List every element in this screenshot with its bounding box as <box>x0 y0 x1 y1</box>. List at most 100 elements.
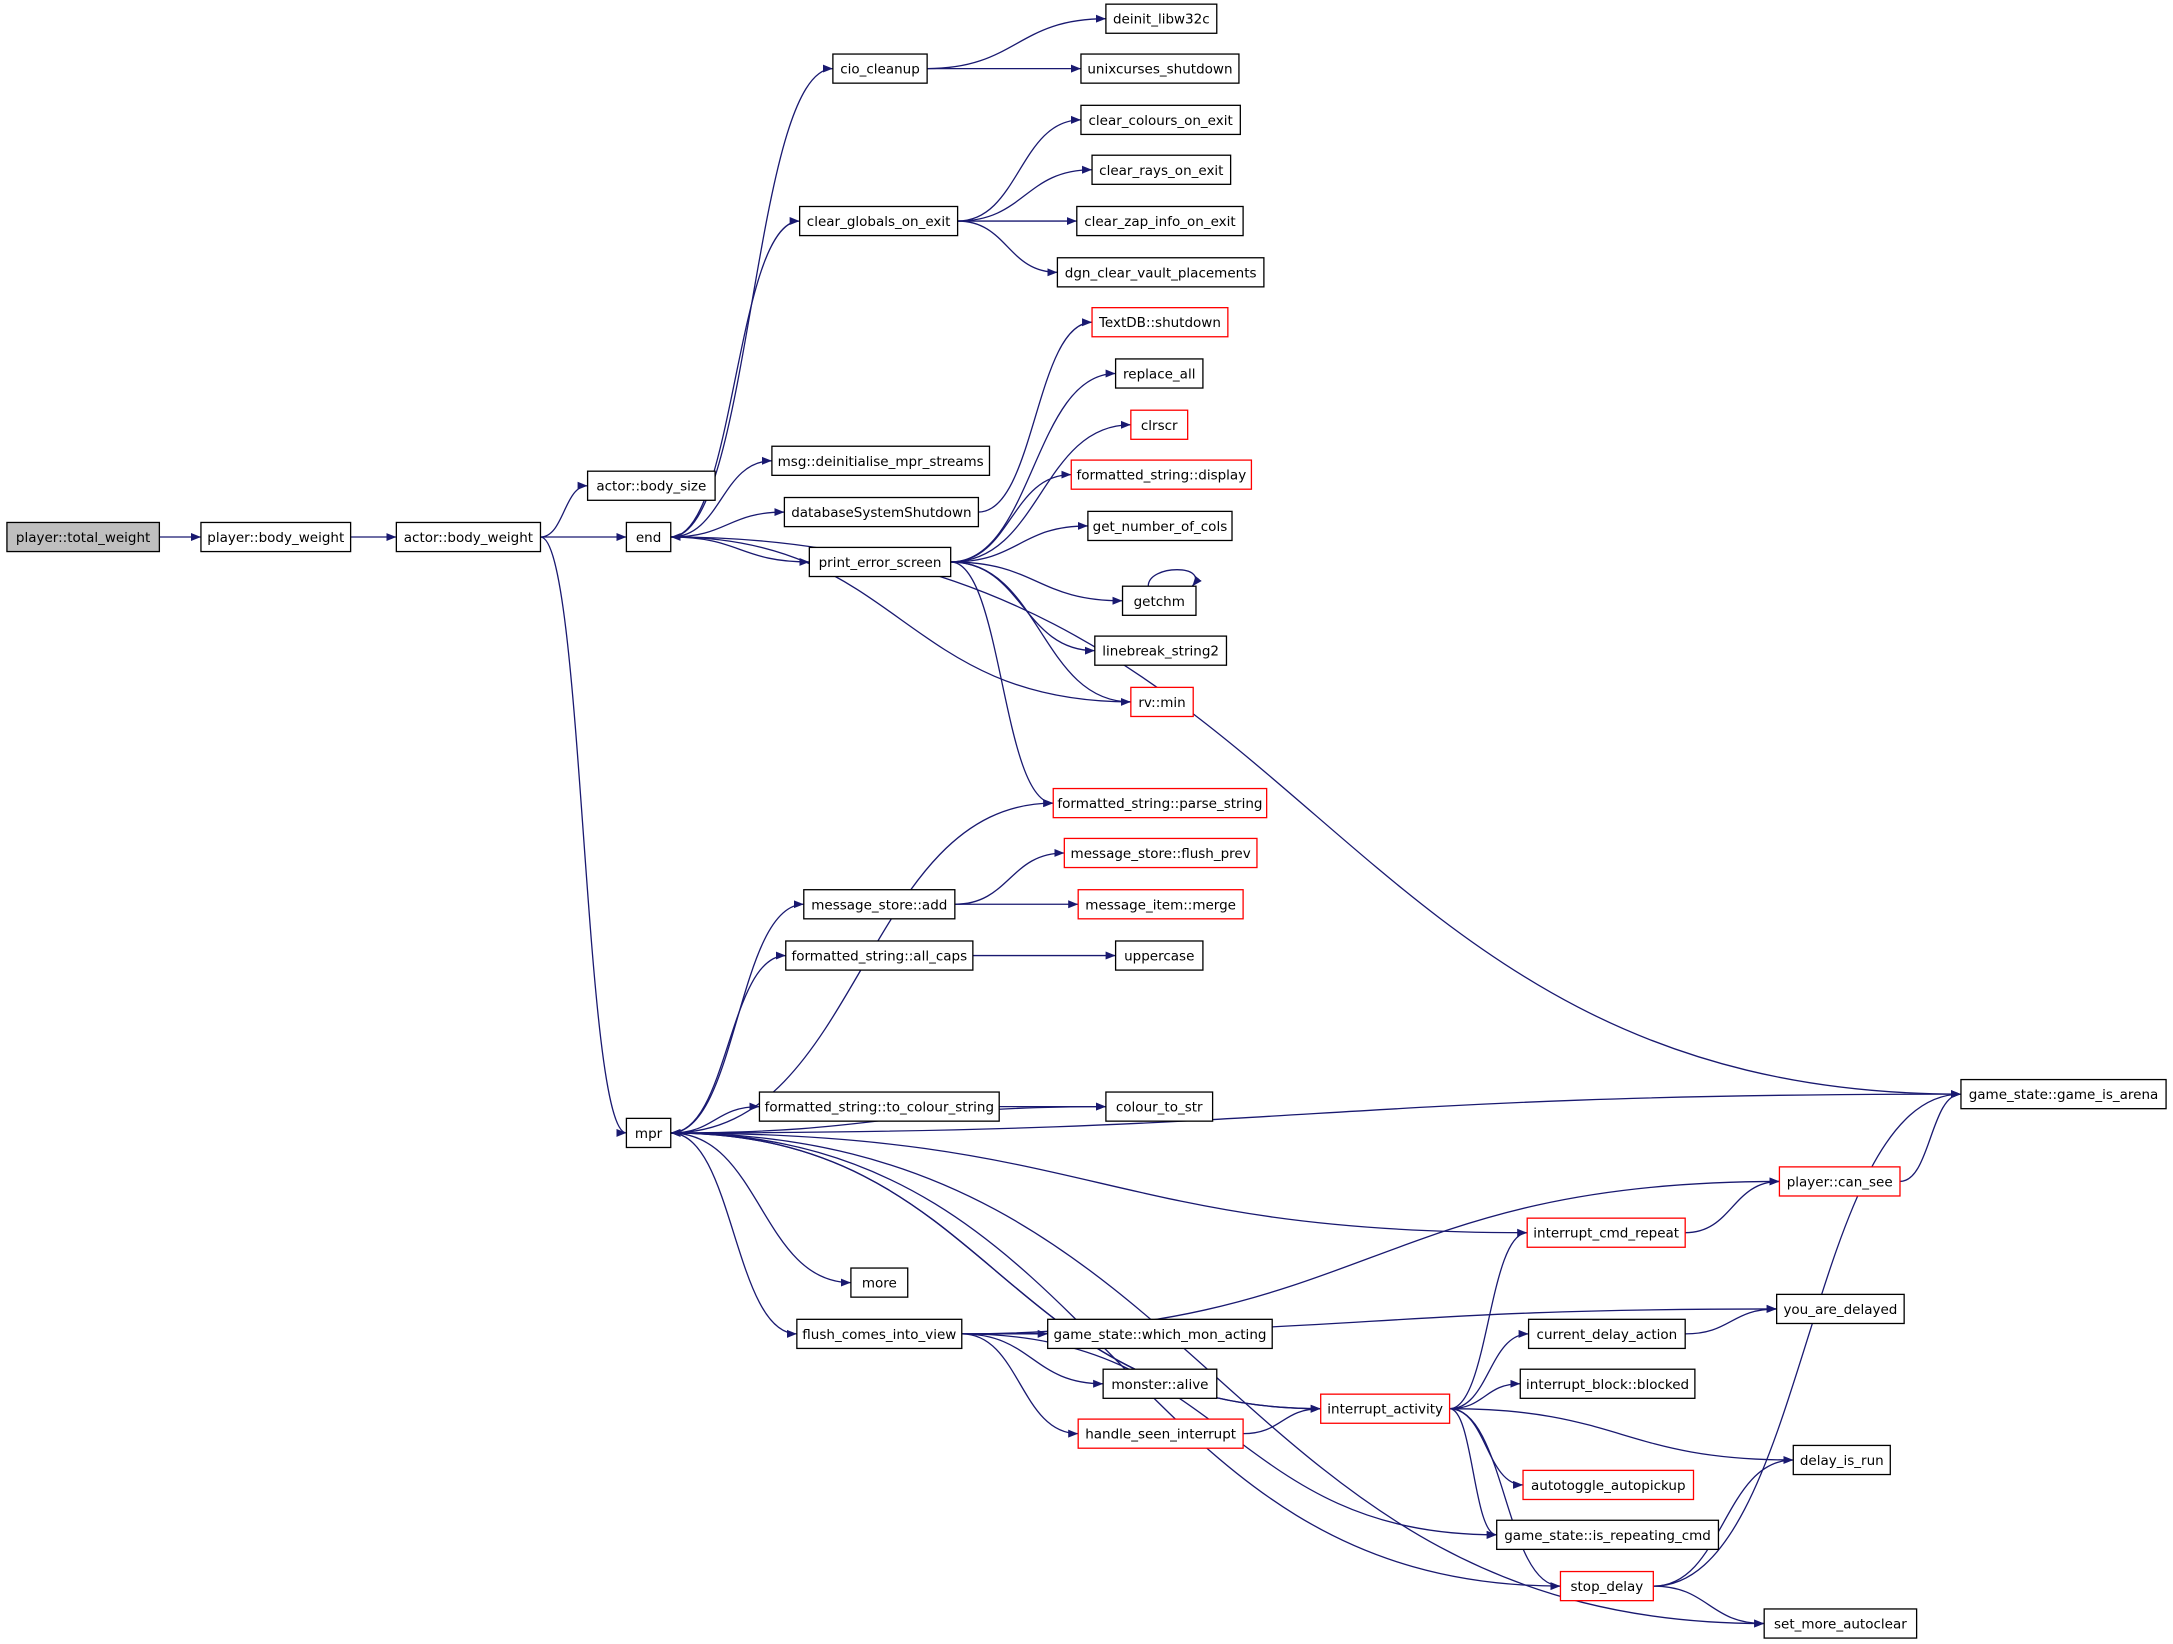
node-ms-flush-prev[interactable]: message_store::flush_prev <box>1063 837 1258 869</box>
node-clear-globals-on-exit[interactable]: clear_globals_on_exit <box>798 205 959 237</box>
node-box[interactable] <box>1080 104 1241 136</box>
node-flush-comes-into-view[interactable]: flush_comes_into_view <box>796 1318 963 1350</box>
node-box[interactable] <box>1130 686 1194 718</box>
node-box[interactable] <box>1047 1318 1273 1350</box>
node-fs-display[interactable]: formatted_string::display <box>1070 459 1253 490</box>
node-box[interactable] <box>1063 837 1258 869</box>
node-box[interactable] <box>1527 1318 1686 1350</box>
node-deinit-libw32c[interactable]: deinit_libw32c <box>1105 3 1218 34</box>
node-uppercase[interactable]: uppercase <box>1114 940 1204 971</box>
node-box[interactable] <box>200 521 352 553</box>
node-box[interactable] <box>625 1117 672 1149</box>
node-box[interactable] <box>1496 1519 1720 1551</box>
node-total-weight[interactable]: player::total_weight <box>6 521 161 553</box>
node-rv-min[interactable]: rv::min <box>1130 686 1194 718</box>
node-handle-seen-interrupt[interactable]: handle_seen_interrupt <box>1077 1418 1244 1449</box>
node-box[interactable] <box>1105 3 1218 34</box>
node-replace-all[interactable]: replace_all <box>1114 358 1204 389</box>
node-box[interactable] <box>1792 1444 1891 1476</box>
node-box[interactable] <box>1778 1166 1901 1197</box>
node-box[interactable] <box>758 1091 1000 1122</box>
node-mi-merge[interactable]: message_item::merge <box>1077 889 1244 920</box>
node-box[interactable] <box>803 889 956 920</box>
node-current-delay-action[interactable]: current_delay_action <box>1527 1318 1686 1350</box>
node-box[interactable] <box>1121 585 1197 616</box>
node-box[interactable] <box>1960 1078 2167 1110</box>
node-box[interactable] <box>808 546 952 578</box>
node-box[interactable] <box>796 1318 963 1350</box>
node-delay-is-run[interactable]: delay_is_run <box>1792 1444 1891 1476</box>
node-box[interactable] <box>832 53 928 84</box>
node-box[interactable] <box>771 445 991 476</box>
node-box[interactable] <box>1763 1608 1918 1639</box>
node-box[interactable] <box>1559 1570 1654 1602</box>
node-box[interactable] <box>1320 1393 1451 1424</box>
node-box[interactable] <box>1130 409 1189 440</box>
node-stop-delay[interactable]: stop_delay <box>1559 1570 1654 1602</box>
node-fs-all-caps[interactable]: formatted_string::all_caps <box>785 940 974 971</box>
node-cio-cleanup[interactable]: cio_cleanup <box>832 53 928 84</box>
node-set-more-autoclear[interactable]: set_more_autoclear <box>1763 1608 1918 1639</box>
node-print-error-screen[interactable]: print_error_screen <box>808 546 952 578</box>
node-box[interactable] <box>1077 889 1244 920</box>
node-box[interactable] <box>1522 1469 1695 1501</box>
node-box[interactable] <box>625 521 672 553</box>
node-box[interactable] <box>785 940 974 971</box>
node-ms-add[interactable]: message_store::add <box>803 889 956 920</box>
node-box[interactable] <box>798 205 959 237</box>
node-box[interactable] <box>1114 358 1204 389</box>
node-clear-colours-on-exit[interactable]: clear_colours_on_exit <box>1080 104 1241 136</box>
node-box[interactable] <box>6 521 161 553</box>
node-get-number-of-cols[interactable]: get_number_of_cols <box>1087 510 1233 542</box>
node-fs-to-colour-string[interactable]: formatted_string::to_colour_string <box>758 1091 1000 1122</box>
node-box[interactable] <box>1105 1091 1214 1122</box>
node-box[interactable] <box>1070 459 1253 490</box>
node-dgn-clear-vault-placements[interactable]: dgn_clear_vault_placements <box>1056 257 1265 288</box>
node-box[interactable] <box>1052 787 1268 819</box>
node-which-mon-acting[interactable]: game_state::which_mon_acting <box>1047 1318 1273 1350</box>
node-msg-deinit[interactable]: msg::deinitialise_mpr_streams <box>771 445 991 476</box>
node-body-size[interactable]: actor::body_size <box>586 470 716 501</box>
node-game-is-arena[interactable]: game_state::game_is_arena <box>1960 1078 2167 1110</box>
node-box[interactable] <box>1526 1217 1686 1248</box>
node-box[interactable] <box>1519 1368 1696 1399</box>
node-colour-to-str[interactable]: colour_to_str <box>1105 1091 1214 1122</box>
node-box[interactable] <box>1102 1368 1218 1399</box>
node-you-are-delayed[interactable]: you_are_delayed <box>1775 1293 1905 1325</box>
node-interrupt-activity[interactable]: interrupt_activity <box>1320 1393 1451 1424</box>
node-textdb-shutdown[interactable]: TextDB::shutdown <box>1091 307 1229 338</box>
node-box[interactable] <box>1114 940 1204 971</box>
node-actor-body-weight[interactable]: actor::body_weight <box>395 521 542 553</box>
node-box[interactable] <box>1091 307 1229 338</box>
node-box[interactable] <box>783 496 980 528</box>
node-interrupt-block-blocked[interactable]: interrupt_block::blocked <box>1519 1368 1696 1399</box>
node-box[interactable] <box>1056 257 1265 288</box>
node-clrscr[interactable]: clrscr <box>1130 409 1189 440</box>
node-player-body-weight[interactable]: player::body_weight <box>200 521 352 553</box>
node-box[interactable] <box>586 470 716 501</box>
node-box[interactable] <box>850 1267 909 1298</box>
node-box[interactable] <box>1076 205 1244 237</box>
node-autotoggle-autopickup[interactable]: autotoggle_autopickup <box>1522 1469 1695 1501</box>
node-box[interactable] <box>395 521 542 553</box>
node-linebreak-string2[interactable]: linebreak_string2 <box>1094 635 1228 666</box>
node-box[interactable] <box>1094 635 1228 666</box>
node-interrupt-cmd-repeat[interactable]: interrupt_cmd_repeat <box>1526 1217 1686 1248</box>
node-getchm[interactable]: getchm <box>1121 585 1197 616</box>
node-fs-parse-string[interactable]: formatted_string::parse_string <box>1052 787 1268 819</box>
node-clear-rays-on-exit[interactable]: clear_rays_on_exit <box>1091 154 1232 185</box>
node-box[interactable] <box>1087 510 1233 542</box>
node-box[interactable] <box>1077 1418 1244 1449</box>
node-more[interactable]: more <box>850 1267 909 1298</box>
node-box[interactable] <box>1091 154 1232 185</box>
node-is-repeating-cmd[interactable]: game_state::is_repeating_cmd <box>1496 1519 1720 1551</box>
node-box[interactable] <box>1775 1293 1905 1325</box>
node-mpr[interactable]: mpr <box>625 1117 672 1149</box>
node-unixcurses-shutdown[interactable]: unixcurses_shutdown <box>1080 53 1240 84</box>
node-clear-zap-info-on-exit[interactable]: clear_zap_info_on_exit <box>1076 205 1244 237</box>
node-db-shutdown[interactable]: databaseSystemShutdown <box>783 496 980 528</box>
node-monster-alive[interactable]: monster::alive <box>1102 1368 1218 1399</box>
node-end[interactable]: end <box>625 521 672 553</box>
node-player-can-see[interactable]: player::can_see <box>1778 1166 1901 1197</box>
node-box[interactable] <box>1080 53 1240 84</box>
